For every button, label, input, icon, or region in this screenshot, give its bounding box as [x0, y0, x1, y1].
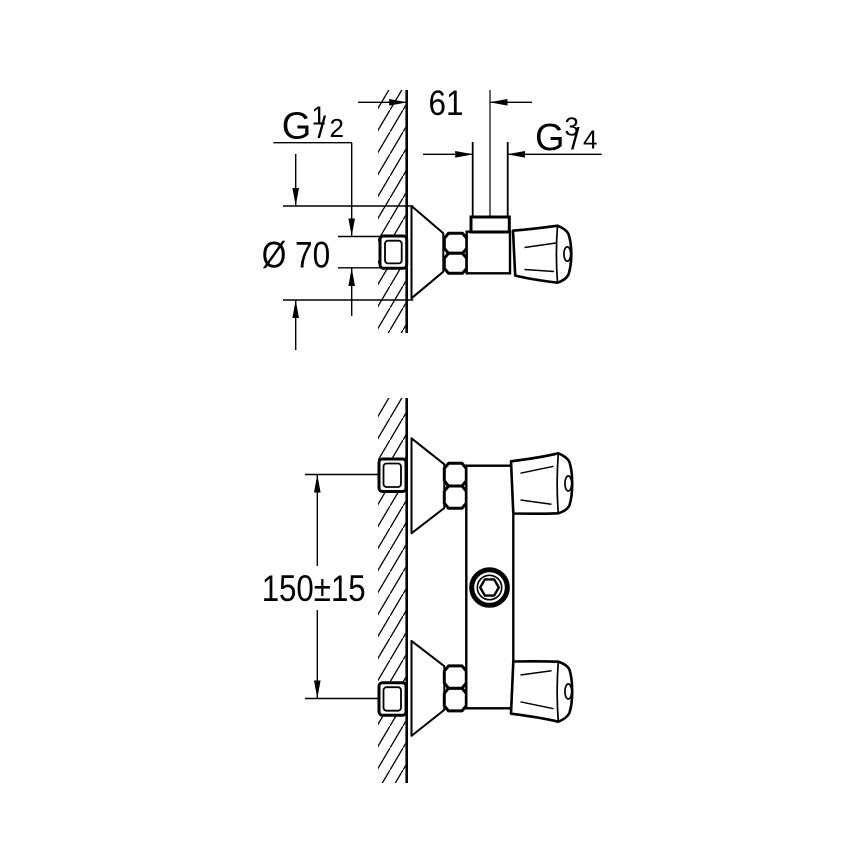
dimension-dia70: Ø 70 [262, 154, 414, 350]
hex-socket [479, 578, 500, 597]
handle-lower [509, 660, 574, 724]
svg-text:/: / [571, 121, 580, 156]
svg-text:G: G [535, 117, 565, 159]
riser-pipe [471, 90, 509, 217]
escutcheon [410, 437, 446, 535]
union-nut [442, 461, 468, 510]
union-nut [442, 231, 469, 275]
wall-hatch [378, 398, 407, 783]
handle-cap-seam [555, 225, 559, 283]
wall-union [377, 457, 408, 493]
wall-hatch [378, 90, 407, 333]
handle-cap-seam [556, 453, 560, 514]
wall-connection-upper [377, 437, 468, 535]
escutcheon [410, 205, 445, 300]
dimension-g34: G 3 / 4 [423, 112, 602, 160]
wall-union [378, 234, 409, 270]
handle-cap-tip [564, 475, 573, 492]
svg-text:2: 2 [330, 113, 344, 143]
front-view: 150±15 [262, 398, 574, 783]
svg-text:4: 4 [583, 125, 597, 155]
label-g12: G 1 / 2 [282, 101, 344, 148]
svg-text:1: 1 [312, 101, 326, 131]
dimension-g12: G 1 / 2 [273, 101, 380, 316]
dimension-150: 150±15 [262, 473, 380, 700]
riser-flange [469, 215, 511, 234]
svg-text:G: G [282, 106, 312, 148]
svg-text:/: / [318, 110, 327, 145]
dim-150-text: 150±15 [262, 568, 366, 609]
label-g34: G 3 / 4 [535, 112, 597, 160]
handle-cap-tip [563, 245, 572, 263]
handle [511, 224, 573, 284]
dim-dia70-text: Ø 70 [262, 235, 331, 276]
side-view: 61 G 3 / 4 G 1 / 2 [262, 84, 602, 350]
svg-text:3: 3 [565, 112, 579, 142]
dim-61-text: 61 [429, 84, 464, 123]
dimension-61: 61 [358, 84, 532, 123]
set-screw [469, 567, 510, 608]
valve-body [465, 230, 512, 275]
handle-upper [509, 452, 574, 515]
